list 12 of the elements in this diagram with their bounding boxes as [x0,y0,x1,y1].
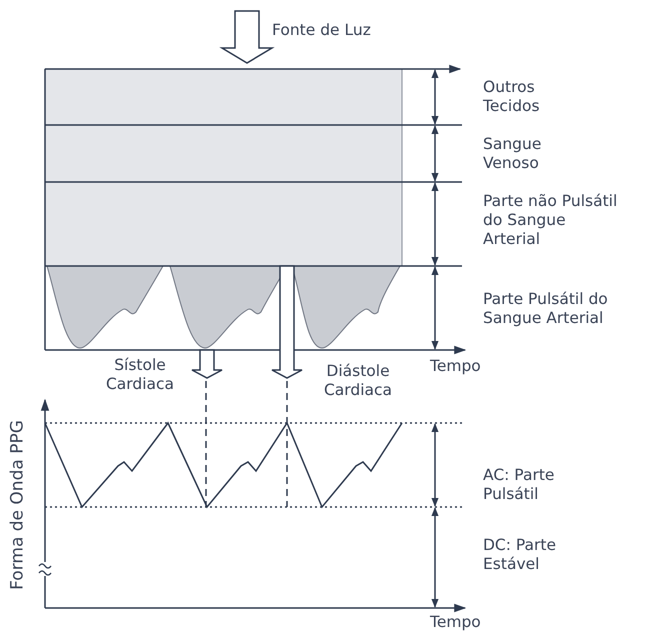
phase-label: Diástole Cardiaca [322,362,394,400]
axis-label: Forma de Onda PPG [8,420,28,590]
layer-label: Parte não Pulsátil do Sangue Arterial [483,192,618,249]
component-label: DC: Parte Estável [483,536,558,574]
layer-label: Outros Tecidos [483,78,541,116]
layer-label: Parte Pulsátil do Sangue Arterial [483,290,609,328]
phase-label: Sístole Cardiaca [104,356,176,394]
layer-label: Sangue Venoso [483,135,542,173]
axis-label: Tempo [430,613,482,632]
component-label: AC: Parte Pulsátil [483,466,556,504]
light-source-label: Fonte de Luz [272,21,372,40]
axis-label: Tempo [430,357,482,376]
